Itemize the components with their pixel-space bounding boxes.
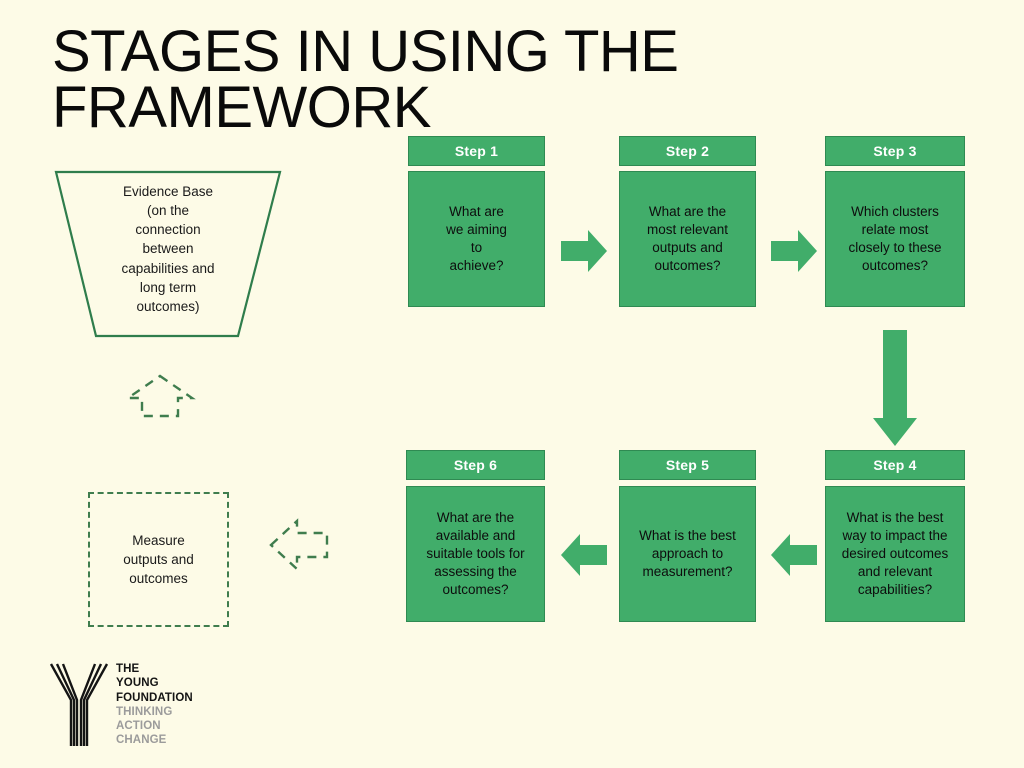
logo-line-young: YOUNG [116,677,159,690]
step-1-header[interactable]: Step 1 [408,136,545,166]
logo-line-change: CHANGE [116,734,167,747]
step-6-header-label: Step 6 [453,457,498,473]
step-4-header[interactable]: Step 4 [825,450,965,480]
step-5-body-label: What is the best approach to measurement… [639,528,736,579]
evidence-base-shape: Evidence Base (on the connection between… [46,168,290,340]
step-3-body-label: Which clusters relate most closely to th… [848,204,942,273]
trapezoid-outline-icon [54,170,282,338]
step-4-box[interactable]: What is the best way to impact the desir… [825,486,965,622]
logo-line-thinking: THINKING [116,705,173,718]
logo-line-the: THE [116,663,140,675]
arrow-step4-to-step5-icon [769,532,819,578]
step-6-body-label: What are the available and suitable tool… [426,510,525,597]
step-2-body-label: What are the most relevant outputs and o… [646,204,729,273]
step-5-header-label: Step 5 [665,457,710,473]
step-4-body-label: What is the best way to impact the desir… [841,510,949,597]
young-foundation-logo: THE YOUNG FOUNDATION THINKING ACTION CHA… [48,658,248,754]
step-1-header-label: Step 1 [454,143,499,159]
step-3-header[interactable]: Step 3 [825,136,965,166]
arrow-step2-to-step3-icon [771,228,819,274]
step-1-box[interactable]: What are we aiming to achieve? [408,171,545,307]
arrow-step3-to-step4-icon [871,330,919,448]
step-6-box[interactable]: What are the available and suitable tool… [406,486,545,622]
step-6-header[interactable]: Step 6 [406,450,545,480]
step-5-box[interactable]: What is the best approach to measurement… [619,486,756,622]
logo-line-action: ACTION [116,720,161,732]
step-2-box[interactable]: What are the most relevant outputs and o… [619,171,756,307]
step-3-header-label: Step 3 [873,143,917,159]
arrow-step5-to-step6-icon [559,532,609,578]
page-title: STAGES IN USING THE FRAMEWORK [52,19,679,141]
measure-outputs-label: Measure outputs and outcomes [123,532,194,587]
step-5-header[interactable]: Step 5 [619,450,756,480]
evidence-base-label: Evidence Base (on the connection between… [121,184,215,314]
arrow-step1-to-step2-icon [561,228,609,274]
young-foundation-y-mark-icon [48,660,110,750]
dashed-arrow-up-icon [124,372,196,420]
step-4-header-label: Step 4 [873,457,917,473]
logo-line-foundation: FOUNDATION [116,691,193,704]
dashed-arrow-left-icon [268,517,330,573]
step-2-header-label: Step 2 [665,143,710,159]
measure-outputs-box: Measure outputs and outcomes [88,492,229,627]
young-foundation-logo-text: THE YOUNG FOUNDATION THINKING ACTION CHA… [116,662,246,748]
step-2-header[interactable]: Step 2 [619,136,756,166]
step-3-box[interactable]: Which clusters relate most closely to th… [825,171,965,307]
step-1-body-label: What are we aiming to achieve? [446,204,507,273]
